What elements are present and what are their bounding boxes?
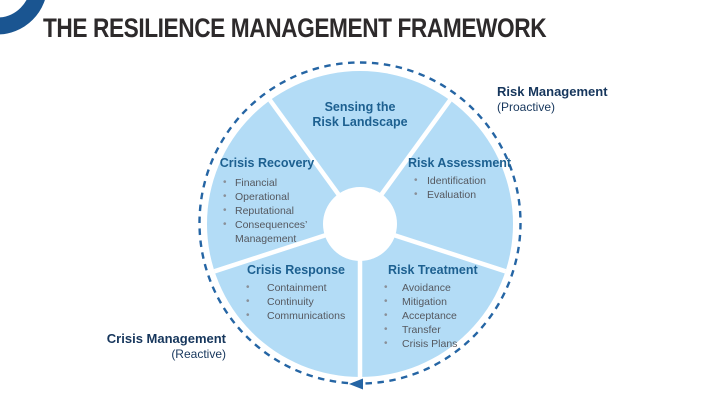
bullet-item: Continuity: [244, 295, 352, 309]
wheel-center-hub: [323, 187, 397, 261]
bullet-list-crisis-recovery: FinancialOperationalReputationalConseque…: [211, 176, 323, 246]
segment-risk-treatment: Risk Treatment AvoidanceMitigationAccept…: [378, 262, 488, 351]
bullet-item: Crisis Plans: [382, 337, 488, 351]
bullet-item: Mitigation: [382, 295, 488, 309]
annotation-crisis-management: Crisis Management (Reactive): [107, 331, 226, 362]
annotation-risk-management-sublabel: (Proactive): [497, 100, 556, 114]
bullet-item: Identification: [412, 174, 518, 188]
bullet-item: Consequences’ Management: [221, 218, 323, 246]
bullet-item: Containment: [244, 281, 352, 295]
segment-risk-assessment: Risk Assessment IdentificationEvaluation: [408, 155, 518, 202]
bullet-item: Transfer: [382, 323, 488, 337]
bullet-list-risk-assessment: IdentificationEvaluation: [408, 174, 518, 202]
annotation-crisis-management-label: Crisis Management: [106, 331, 226, 346]
segment-label-risk-assessment: Risk Assessment: [408, 156, 512, 170]
segment-crisis-recovery: Crisis Recovery FinancialOperationalRepu…: [211, 155, 323, 246]
segment-crisis-response: Crisis Response ContainmentContinuityCom…: [240, 262, 352, 323]
bullet-item: Evaluation: [412, 188, 518, 202]
bullet-item: Operational: [221, 190, 323, 204]
segment-label-crisis-recovery: Crisis Recovery: [219, 156, 315, 170]
segment-label-sensing: Sensing the Risk Landscape: [312, 100, 408, 129]
bullet-item: Communications: [244, 309, 352, 323]
bullet-item: Avoidance: [382, 281, 488, 295]
bullet-item: Financial: [221, 176, 323, 190]
segment-label-risk-treatment: Risk Treatment: [388, 263, 478, 277]
segment-sensing: Sensing the Risk Landscape: [296, 100, 424, 130]
cycle-arrow-head: [349, 378, 363, 390]
page-title: THE RESILIENCE MANAGEMENT FRAMEWORK: [43, 13, 547, 43]
bullet-list-crisis-response: ContainmentContinuityCommunications: [240, 281, 352, 323]
annotation-crisis-management-sublabel: (Reactive): [171, 347, 226, 361]
annotation-risk-management-label: Risk Management: [497, 84, 608, 99]
bullet-item: Acceptance: [382, 309, 488, 323]
segment-label-crisis-response: Crisis Response: [247, 263, 345, 277]
bullet-item: Reputational: [221, 204, 323, 218]
bullet-list-risk-treatment: AvoidanceMitigationAcceptanceTransferCri…: [378, 281, 488, 351]
annotation-risk-management: Risk Management (Proactive): [497, 84, 608, 115]
